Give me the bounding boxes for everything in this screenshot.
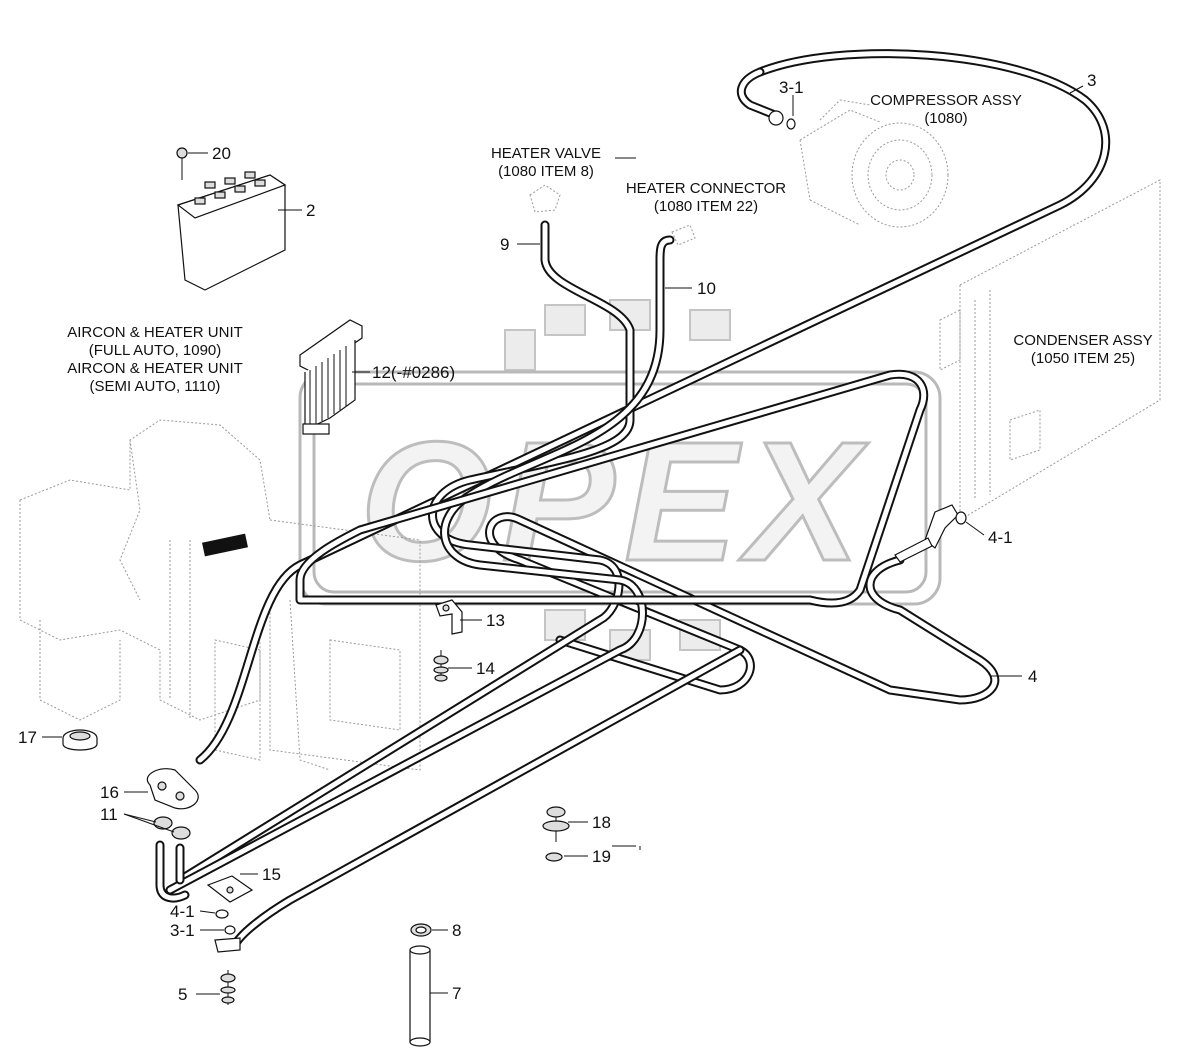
hose-loops — [295, 369, 929, 608]
label-aircon-semi-line2: (SEMI AUTO, 1110) — [90, 378, 221, 395]
hose-end-left — [155, 840, 190, 903]
compressor-assy — [799, 99, 949, 228]
callout-19: 19 — [592, 847, 611, 866]
label-aircon-semi-line1: AIRCON & HEATER UNIT — [67, 360, 243, 377]
o-ring-3-1-left — [214, 925, 241, 953]
fitting-4-1-right — [894, 504, 967, 563]
plate-16 — [146, 768, 199, 810]
plate-15 — [206, 875, 254, 903]
callout-4: 4 — [1028, 667, 1037, 686]
callout-20: 20 — [212, 144, 231, 163]
label-condenser-line2: (1050 ITEM 25) — [1031, 350, 1135, 367]
callout-15: 15 — [262, 865, 281, 884]
heater-connector — [671, 224, 696, 246]
callout-7: 7 — [452, 984, 461, 1003]
hose-9 — [175, 220, 635, 885]
callout-11: 11 — [100, 805, 118, 824]
condenser-assy — [939, 179, 1161, 521]
clamp-8 — [410, 923, 432, 937]
washer-19 — [545, 852, 563, 862]
callout-17: 17 — [18, 728, 37, 747]
o-ring-4-1-left — [215, 909, 229, 919]
bolt-14 — [433, 650, 449, 682]
label-heater-connector-line2: (1080 ITEM 22) — [654, 198, 758, 215]
label-aircon-full-line1: AIRCON & HEATER UNIT — [67, 324, 243, 341]
bolt-5 — [220, 970, 236, 1005]
bolt-18 — [542, 806, 570, 842]
callout-5: 5 — [178, 985, 187, 1004]
watermark-gear — [504, 299, 731, 661]
label-heater-connector-line1: HEATER CONNECTOR — [626, 180, 786, 197]
callout-4-1-right: 4-1 — [988, 528, 1013, 547]
callout-3: 3 — [1087, 71, 1096, 90]
callout-10: 10 — [697, 279, 716, 298]
o-ring-3-1-top — [768, 110, 796, 130]
callout-14: 14 — [476, 659, 495, 678]
callout-16: 16 — [100, 783, 119, 802]
clamp-11 — [153, 816, 191, 840]
label-aircon-full-line2: (FULL AUTO, 1090) — [89, 342, 222, 359]
callout-12: 12(-#0286) — [372, 363, 455, 382]
heater-valve — [529, 184, 561, 213]
bracket-13 — [435, 599, 463, 635]
callout-3-1-left: 3-1 — [170, 921, 195, 940]
grommet-17 — [62, 729, 98, 751]
hose-3 — [195, 49, 1111, 765]
bolt-20 — [176, 147, 188, 180]
label-compressor-line2: (1080) — [924, 110, 967, 127]
label-condenser-line1: CONDENSER ASSY — [1013, 332, 1152, 349]
callout-18: 18 — [592, 813, 611, 832]
label-heater-valve-line1: HEATER VALVE — [491, 145, 601, 162]
leader-lines — [42, 85, 1084, 995]
callout-13: 13 — [486, 611, 505, 630]
callout-8: 8 — [452, 921, 461, 940]
aircon-heater-unit — [19, 419, 421, 771]
label-compressor-line1: COMPRESSOR ASSY — [870, 92, 1022, 109]
hose-7 — [409, 945, 431, 1047]
callout-9: 9 — [500, 235, 509, 254]
callout-3-1-top: 3-1 — [779, 78, 804, 97]
callout-4-1-left: 4-1 — [170, 902, 195, 921]
harness-12 — [299, 319, 363, 435]
label-heater-valve-line2: (1080 ITEM 8) — [498, 163, 594, 180]
controller-2 — [176, 171, 287, 291]
callout-2: 2 — [306, 201, 315, 220]
